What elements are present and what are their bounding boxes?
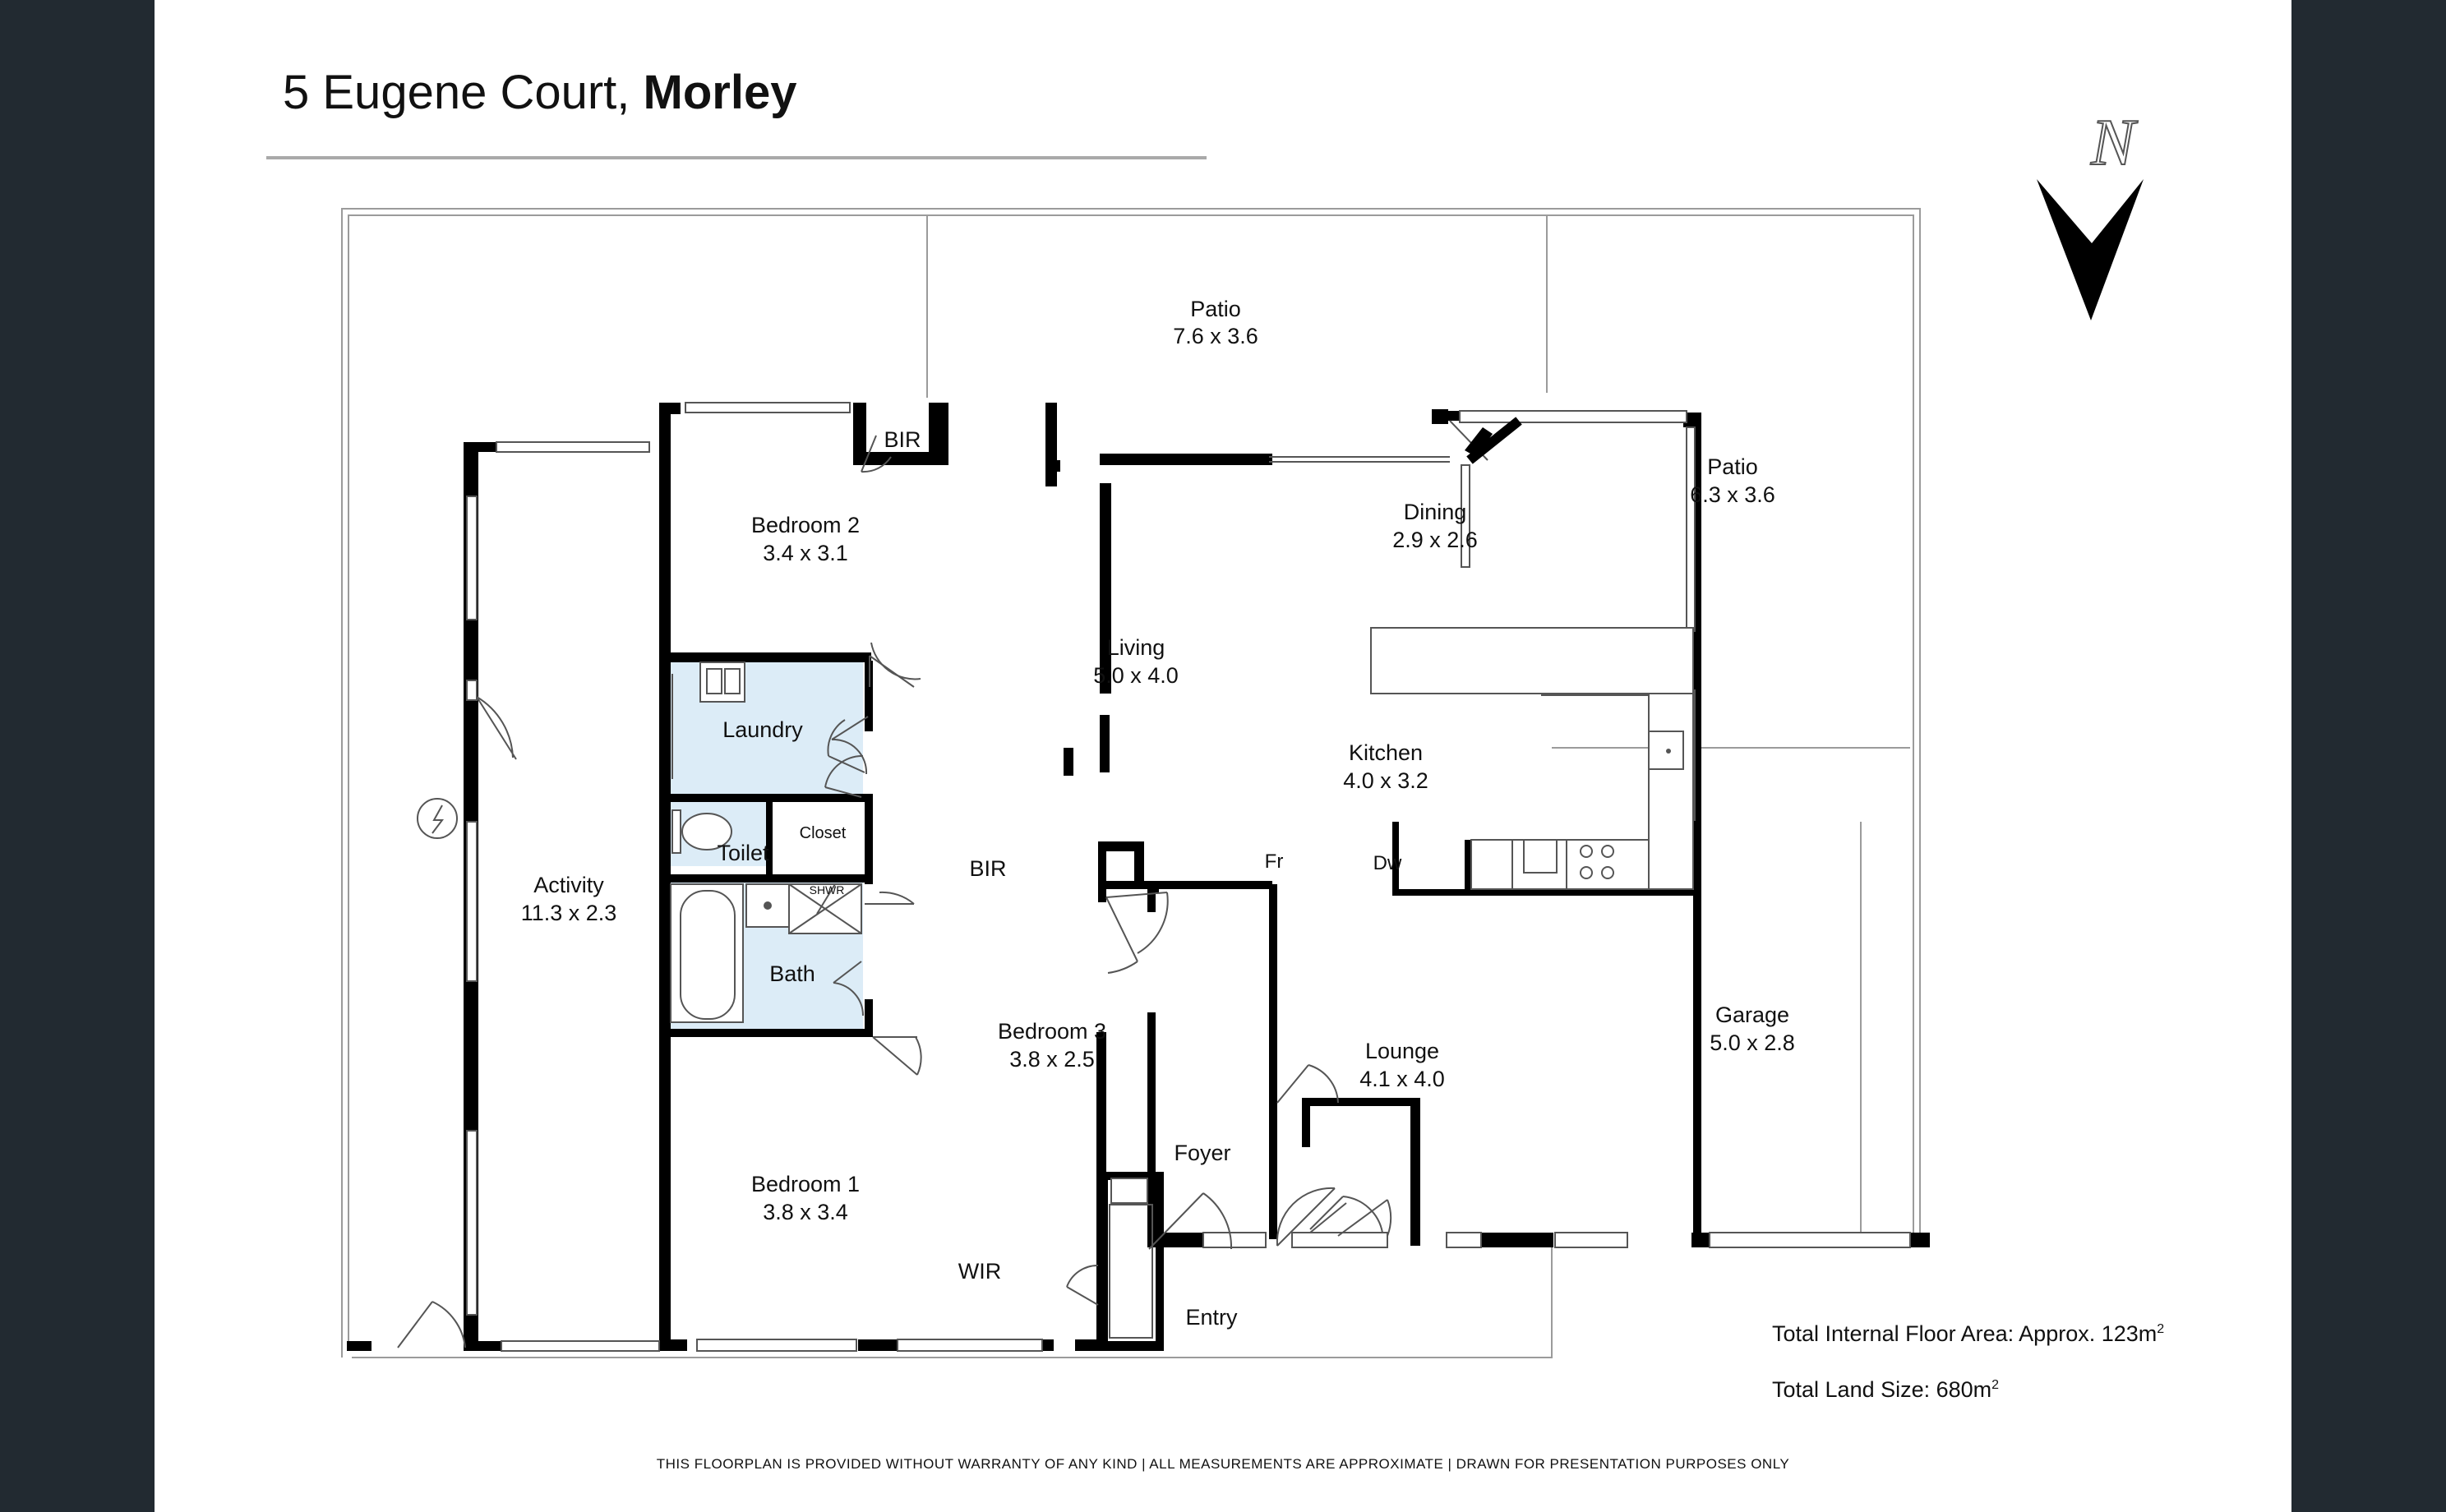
room-dims-living: 5.0 x 4.0 [1093, 663, 1179, 688]
kitchen-sink-icon [1666, 749, 1671, 754]
total-land-size-unit: 2 [1991, 1378, 2000, 1392]
room-name-patio-right: Patio [1707, 454, 1758, 479]
compass-letter: N [2090, 107, 2139, 179]
disclaimer: THIS FLOORPLAN IS PROVIDED WITHOUT WARRA… [656, 1456, 1790, 1472]
shower-icon [788, 883, 862, 934]
room-name-bedroom2: Bedroom 2 [751, 513, 860, 537]
room-dims-kitchen: 4.0 x 3.2 [1343, 768, 1428, 793]
room-name-bath: Bath [769, 961, 815, 986]
room-name-kitchen: Kitchen [1349, 740, 1423, 765]
floorplan-sheet: 5 Eugene Court, Morley N [155, 0, 2291, 1512]
room-name-dining: Dining [1404, 500, 1467, 524]
door-swings [397, 435, 1392, 1348]
dishwasher-box [1523, 839, 1558, 874]
walls [347, 403, 1930, 1351]
room-dims-lounge: 4.1 x 4.0 [1359, 1067, 1445, 1091]
room-dims-patio-right: 6.3 x 3.6 [1690, 482, 1775, 507]
room-dims-patio-top: 7.6 x 3.6 [1173, 324, 1258, 348]
room-name-living: Living [1107, 635, 1165, 660]
appliance-dishwasher: Dw [1373, 852, 1402, 874]
room-dims-bedroom1: 3.8 x 3.4 [763, 1200, 848, 1224]
total-land-size: Total Land Size: 680m2 [1772, 1377, 1999, 1403]
room-name-wir: WIR [958, 1259, 1001, 1284]
sliding-door [1269, 420, 1488, 463]
basin-icon [745, 883, 790, 928]
internal-floor-area-text: Total Internal Floor Area: Approx. 123m [1772, 1321, 2158, 1346]
street-address: 5 Eugene Court, [283, 66, 630, 119]
room-name-closet: Closet [800, 824, 847, 842]
meter-box-icon [417, 798, 458, 839]
room-name-activity: Activity [533, 873, 604, 897]
toilet-icon [671, 809, 732, 854]
room-name-entry: Entry [1185, 1305, 1238, 1330]
compass-arrow [2037, 179, 2144, 320]
room-name-bedroom1: Bedroom 1 [751, 1172, 860, 1196]
room-dims-bedroom3: 3.8 x 2.5 [1009, 1047, 1095, 1072]
room-name-bir-top: BIR [884, 427, 921, 452]
room-dims-bedroom2: 3.4 x 3.1 [763, 541, 848, 565]
room-name-toilet: Toilet [717, 841, 769, 865]
page-title: 5 Eugene Court, Morley [283, 69, 796, 117]
dining-bay [1466, 417, 1522, 464]
wir-shelving [1109, 1204, 1153, 1339]
cooktop-icon [1580, 845, 1614, 879]
laundry-tub-icon [699, 662, 745, 703]
land-boundary [341, 208, 1921, 1358]
appliance-fridge: Fr [1265, 850, 1284, 873]
room-dims-activity: 11.3 x 2.3 [521, 901, 617, 925]
room-name-laundry: Laundry [722, 717, 803, 742]
north-arrow-icon: N [2037, 106, 2144, 320]
title-divider [266, 156, 1207, 159]
floor-plan: N [341, 106, 2144, 1358]
room-name-foyer: Foyer [1174, 1141, 1230, 1165]
room-name-lounge: Lounge [1365, 1039, 1439, 1063]
internal-floor-area: Total Internal Floor Area: Approx. 123m2 [1772, 1321, 2164, 1347]
room-name-patio-top: Patio [1190, 297, 1241, 321]
room-dims-garage: 5.0 x 2.8 [1710, 1030, 1795, 1055]
internal-floor-area-unit: 2 [2157, 1322, 2165, 1336]
room-labels: Patio 7.6 x 3.6 Patio 6.3 x 3.6 Bedroom … [521, 297, 1795, 1330]
room-name-shower: SHWR [810, 883, 845, 897]
room-name-bir-mid: BIR [969, 856, 1006, 881]
room-name-garage: Garage [1715, 1003, 1789, 1027]
suburb-name: Morley [643, 66, 797, 119]
bathtub-icon [670, 883, 744, 1023]
room-name-bedroom3: Bedroom 3 [998, 1019, 1106, 1044]
total-land-size-text: Total Land Size: 680m [1772, 1377, 1992, 1402]
room-dims-dining: 2.9 x 2.6 [1392, 528, 1478, 552]
